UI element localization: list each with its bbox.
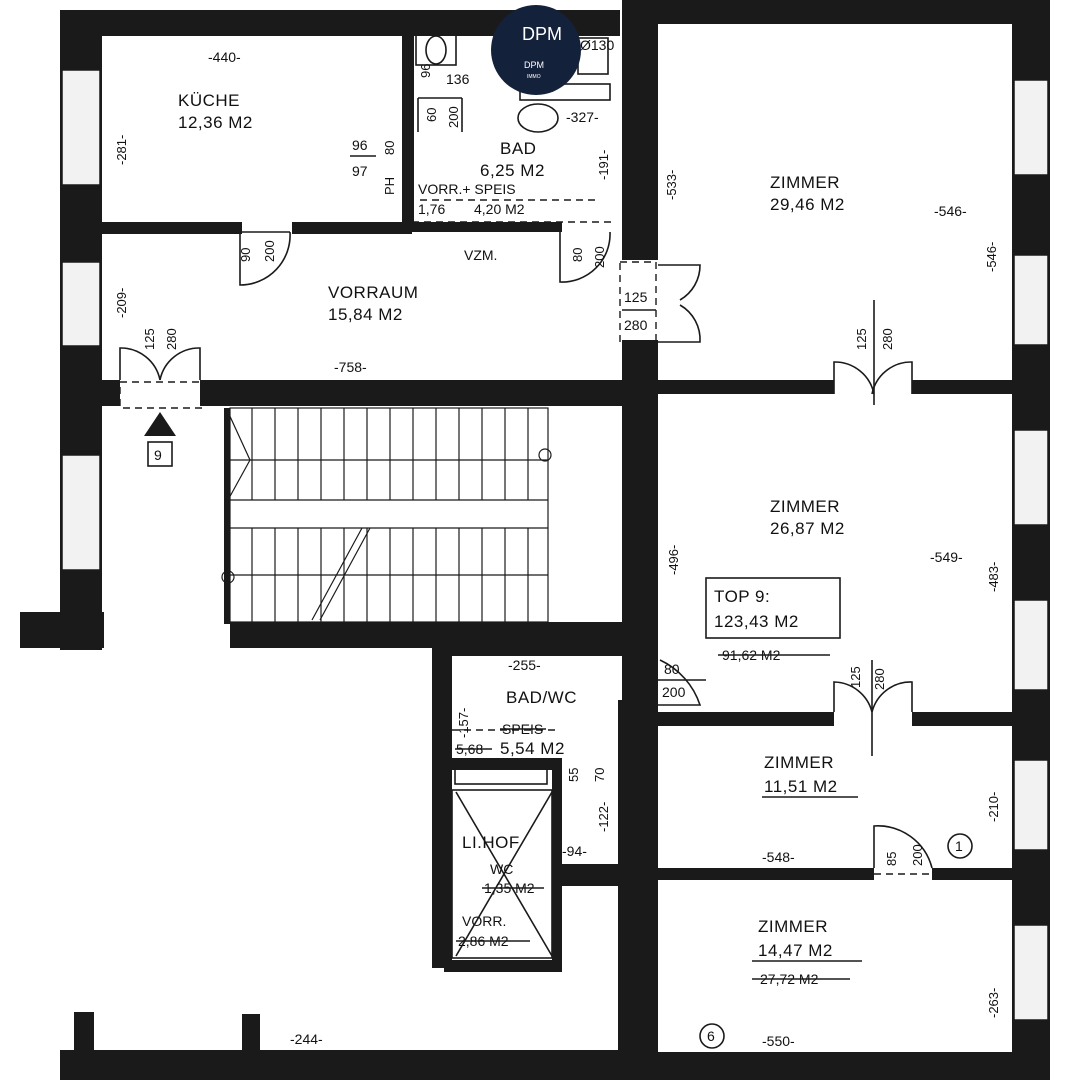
top9-area: 123,43 M2 [714,612,799,631]
dim-vorraum-h: -209- [114,288,129,318]
dim-door-z1in-a: 125 [854,328,869,350]
staircase [221,407,552,623]
vorr-top-name: VORR.+ SPEIS [418,181,516,197]
dim-z1-h: -546- [984,242,999,272]
lichthof-name: LI.HOF [462,833,520,852]
bad-top-area: 6,25 M2 [480,161,545,180]
dim-door-vzm-b: 200 [592,246,607,268]
dim-door-z2-a: 125 [848,666,863,688]
dim-badwc-w: -255- [508,657,541,673]
dim-z4-h: -263- [986,988,1001,1018]
kueche-area: 12,36 M2 [178,113,253,132]
dim-li-a: 55 [566,768,581,782]
dim-door-z1-a: 125 [624,289,648,305]
marker-circle-1 [947,833,973,859]
lichthof-old-name-2: VORR. [462,913,506,929]
dpm-logo: DPM DPM IMMO [491,5,581,95]
kueche-name: KÜCHE [178,91,240,110]
logo-badge [491,5,581,95]
entrance-number: 9 [154,447,162,463]
dim-door-vr-b: 280 [164,328,179,350]
dim-li-c: -122- [596,802,611,832]
zimmer-4-area: 14,47 M2 [758,941,833,960]
dim-z4-w: -550- [762,1033,795,1049]
dim-bad-d: Ø130 [580,37,614,53]
zimmer-3-name: ZIMMER [764,753,834,772]
vorr-top-area-a: 1,76 [418,201,445,217]
dim-z2-l: -496- [666,545,681,575]
logo-sub: IMMO [527,74,541,80]
dim-door-z2-b: 280 [872,668,887,690]
zimmer-1-area: 29,46 M2 [770,195,845,214]
dim-door-kv-b: 200 [262,240,277,262]
dim-kueche-w: -440- [208,49,241,65]
dim-li-b: 70 [592,768,607,782]
dim-z2-w: -549- [930,549,963,565]
entrance-arrow-icon [144,412,176,436]
top9-box [705,577,841,639]
dim-ph-c: 97 [352,163,368,179]
dim-ph-b: 80 [382,141,397,155]
logo-name: DPM [524,60,544,70]
top9-label: TOP 9: [714,587,770,606]
lichthof-old-name: WC [490,861,513,877]
dim-z1-w: -546- [934,203,967,219]
dim-bad-h: -191- [596,150,611,180]
entrance-box [147,441,173,467]
vzm-label: VZM. [464,247,497,263]
dim-kueche-h: -281- [114,135,129,165]
doors [119,34,933,959]
room-labels: KÜCHE 12,36 M2 BAD 6,25 M2 VORR.+ SPEIS … [178,91,862,987]
dim-z3-h: -210- [986,792,1001,822]
dim-badwc-d-b: 200 [662,684,686,700]
dim-z2-h: -483- [986,562,1001,592]
dim-door-kv-a: 90 [238,248,253,262]
zimmer-4-name: ZIMMER [758,917,828,936]
dim-z1-l: -533- [664,170,679,200]
bad-wc-area: 5,54 M2 [500,739,565,758]
dim-door-z3-a: 85 [884,852,899,866]
dim-badwc-h: -157- [456,708,471,738]
vorraum-area: 15,84 M2 [328,305,403,324]
vorraum-name: VORRAUM [328,283,418,302]
dim-bad-v2: 60 [424,108,439,122]
dim-badwc-d-a: 80 [664,661,680,677]
bad-top-name: BAD [500,139,536,158]
logo-monogram: DPM [522,24,562,44]
marker-circle-6 [699,1023,725,1049]
zimmer-2-area: 26,87 M2 [770,519,845,538]
vorr-top-area-b: 4,20 M2 [474,201,525,217]
dim-bad-v1: 96 [418,64,433,78]
dim-bad-w2: -327- [566,109,599,125]
zimmer-3-area: 11,51 M2 [764,777,838,796]
dim-door-vr-a: 125 [142,328,157,350]
dim-li-d: -94- [562,843,587,859]
zimmer-2-name: ZIMMER [770,497,840,516]
dim-ph-a: 96 [352,137,368,153]
dim-bad-v3: 200 [446,106,461,128]
dimensions: -440- -281- 96 80 97 PH 136 -327- Ø130 -… [114,37,1001,1049]
dim-door-vzm-a: 80 [570,248,585,262]
dim-z3-w: -548- [762,849,795,865]
dim-bad-w1: 136 [446,71,470,87]
zimmer-1-name: ZIMMER [770,173,840,192]
marker-circle-1-label: 1 [955,838,963,854]
dim-bottom-w: -244- [290,1031,323,1047]
markers: 9 1 6 [144,412,973,1049]
windows [61,69,1049,1021]
marker-circle-6-label: 6 [707,1028,715,1044]
dim-door-z3-b: 200 [910,844,925,866]
dim-vorraum-w: -758- [334,359,367,375]
dim-door-z1in-b: 280 [880,328,895,350]
walls [20,0,1050,1080]
bad-wc-name: BAD/WC [506,688,577,707]
dim-ph-label: PH [382,177,397,195]
dim-door-z1-b: 280 [624,317,648,333]
